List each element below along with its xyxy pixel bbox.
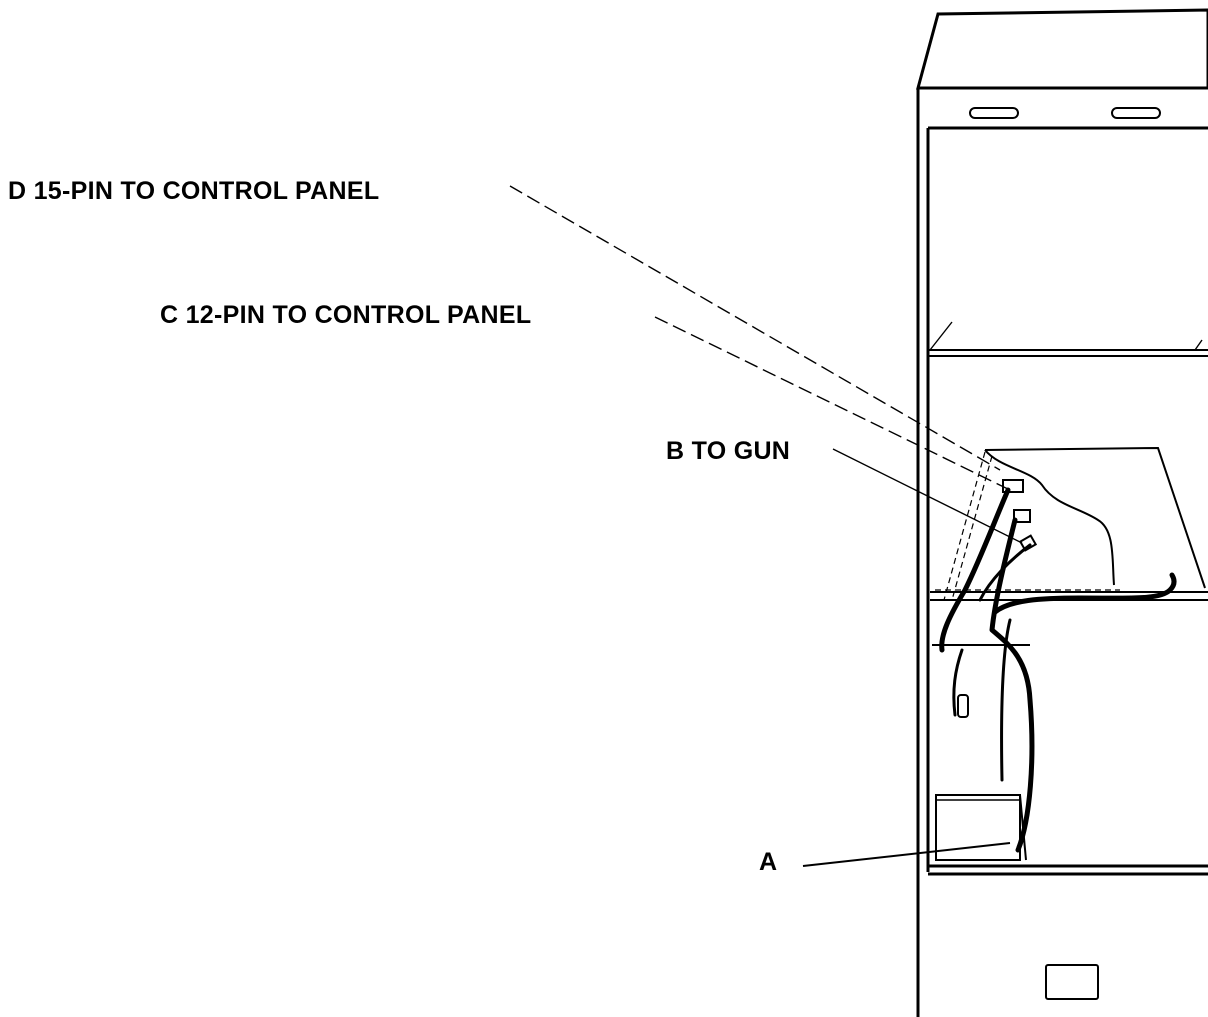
- connector-b: [1018, 534, 1038, 552]
- harness-branch-shelf: [992, 572, 1177, 615]
- harness-main: [939, 487, 1011, 653]
- harness-gun-lead: [978, 543, 1032, 602]
- panel-curved-edge: [984, 449, 1115, 586]
- panel-dash-2: [951, 455, 993, 601]
- harness-left-loop: [952, 648, 964, 717]
- wire-harness: [939, 487, 1177, 853]
- leader-lines: [509, 185, 1023, 867]
- power-supply: [935, 794, 1027, 861]
- power-supply-body: [935, 794, 1021, 861]
- leader-d: [509, 185, 1001, 471]
- leader-a: [802, 842, 1011, 867]
- handle-slot-left: [969, 107, 1019, 119]
- panel-outline: [984, 446, 1206, 589]
- plug-loop-left: [957, 694, 969, 718]
- harness-drop: [1000, 618, 1012, 782]
- callout-d-label: D 15-PIN TO CONTROL PANEL: [8, 177, 379, 205]
- cabinet-top: [916, 8, 1208, 90]
- coin-door: [1045, 964, 1099, 1000]
- power-supply-edge: [1019, 794, 1027, 861]
- upper-shelf-bevel: [929, 321, 953, 351]
- connector-c: [1013, 509, 1031, 523]
- control-panel-housing: [943, 446, 1206, 601]
- leader-b: [832, 448, 1023, 544]
- handle-slot-right: [1111, 107, 1161, 119]
- callout-a-label: A: [759, 848, 777, 876]
- leader-c: [654, 316, 1011, 491]
- upper-shelf-bevel-right: [1194, 339, 1203, 351]
- callout-c-label: C 12-PIN TO CONTROL PANEL: [160, 301, 531, 329]
- harness-to-power: [989, 517, 1035, 853]
- panel-dash-1: [943, 451, 986, 601]
- callout-b-label: B TO GUN: [666, 437, 790, 465]
